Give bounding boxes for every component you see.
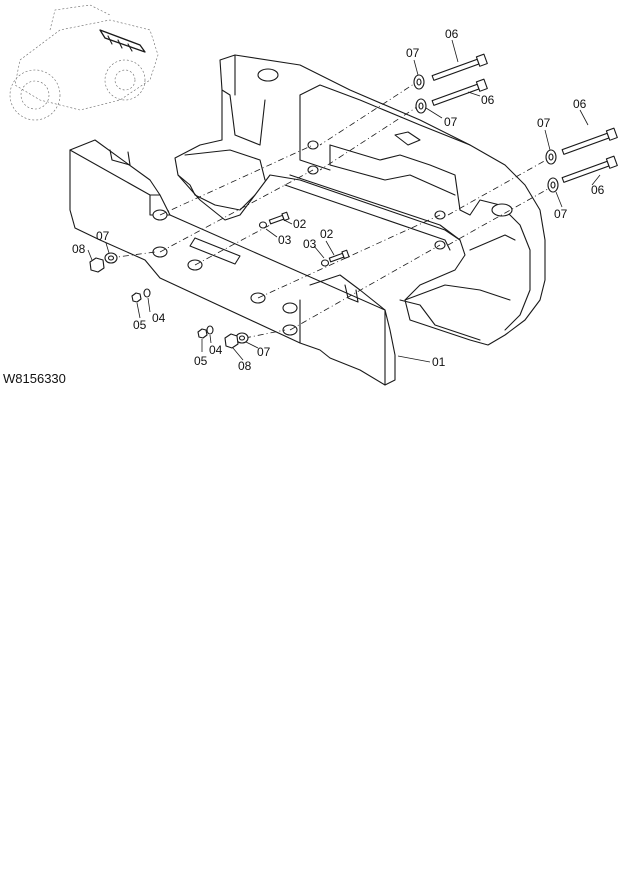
callout-07: 07 <box>96 229 110 243</box>
drawing-reference-code: W8156330 <box>3 371 66 386</box>
short-bolts <box>258 211 350 267</box>
callout-06: 06 <box>481 93 495 107</box>
callout-04: 04 <box>209 343 223 357</box>
callout-04: 04 <box>152 311 166 325</box>
washers <box>104 74 559 344</box>
callout-01: 01 <box>432 355 446 369</box>
nuts-and-lockwashers <box>89 257 239 349</box>
callout-06: 06 <box>445 27 459 41</box>
callout-02: 02 <box>320 227 334 241</box>
callout-03: 03 <box>278 233 292 247</box>
tractor-thumbnail <box>9 4 159 121</box>
callout-07: 07 <box>554 207 568 221</box>
callout-08: 08 <box>72 242 86 256</box>
callout-03: 03 <box>303 237 317 251</box>
long-bolts <box>431 53 618 183</box>
callout-05: 05 <box>133 318 147 332</box>
weight-carrier-body <box>174 54 546 346</box>
callout-07: 07 <box>537 116 551 130</box>
front-weight-plate <box>69 139 396 386</box>
callout-07: 07 <box>444 115 458 129</box>
callout-labels: 06 07 06 07 06 07 06 07 02 03 02 03 07 0… <box>72 27 605 373</box>
callout-08: 08 <box>238 359 252 373</box>
callout-07: 07 <box>406 46 420 60</box>
callout-07: 07 <box>257 345 271 359</box>
leader-lines <box>87 39 601 363</box>
callout-02: 02 <box>293 217 307 231</box>
callout-06: 06 <box>591 183 605 197</box>
callout-05: 05 <box>194 354 208 368</box>
callout-06: 06 <box>573 97 587 111</box>
